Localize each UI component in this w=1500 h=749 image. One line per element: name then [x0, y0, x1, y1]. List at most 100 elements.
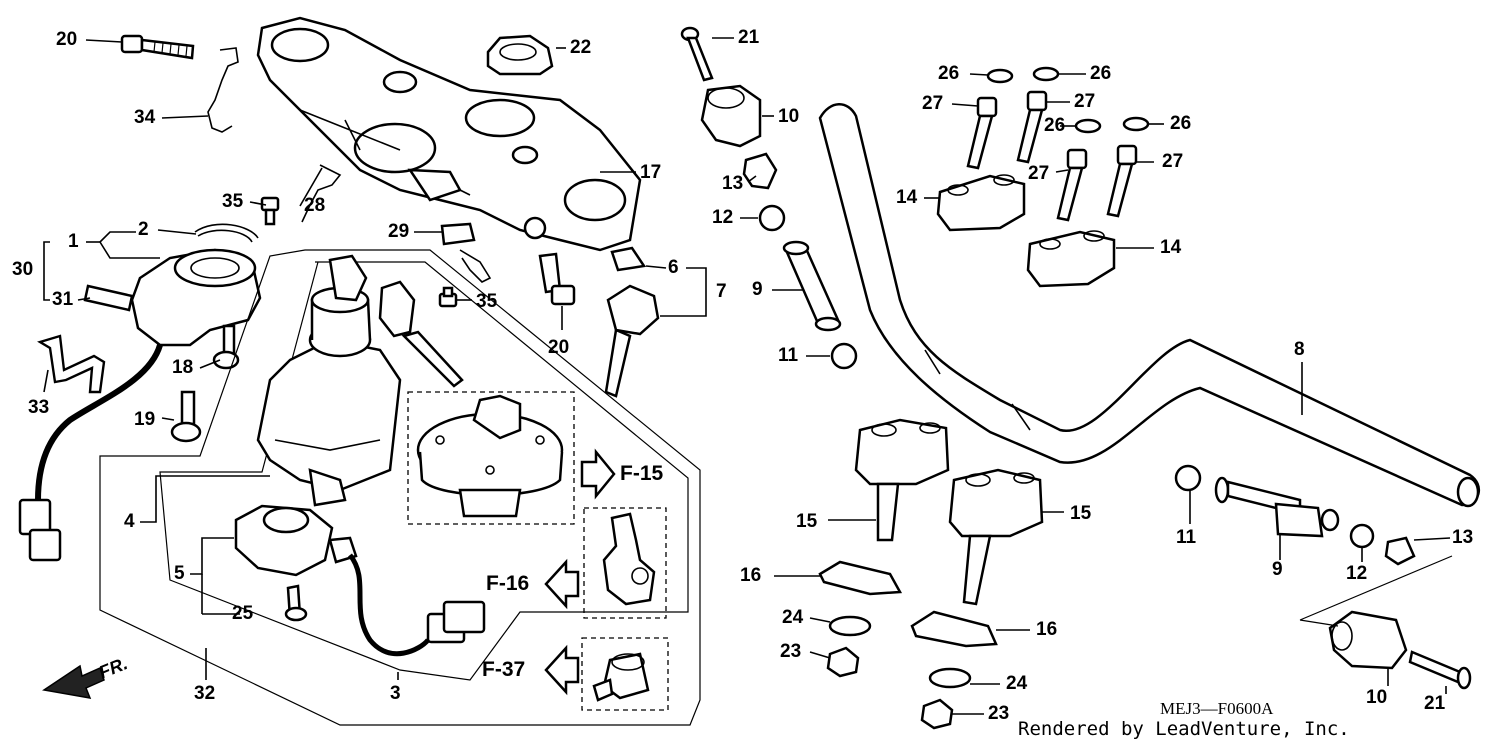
upper-holder-14a — [936, 174, 1026, 232]
label-31 — [83, 284, 134, 312]
callout-30: 30 — [12, 259, 34, 280]
bolt-27a — [966, 96, 998, 170]
collar-9-right — [1214, 476, 1340, 538]
callout-22: 22 — [570, 37, 592, 58]
cap-26a — [986, 68, 1014, 84]
screw-19 — [170, 390, 202, 443]
callout-4: 4 — [124, 511, 135, 532]
callout-26-b: 26 — [1090, 63, 1112, 84]
callout-35-right: 35 — [476, 291, 498, 312]
callout-26-d: 26 — [1170, 113, 1192, 134]
callout-13-right: 13 — [1452, 527, 1474, 548]
rubber-11-top — [830, 342, 858, 370]
nut-23b — [920, 698, 954, 730]
collar-9-top — [782, 240, 842, 332]
washer-24a — [828, 615, 872, 637]
bolt-27b — [1016, 90, 1048, 164]
callout-27-d: 27 — [1162, 151, 1184, 172]
plate-16b — [910, 610, 998, 648]
callout-18: 18 — [172, 357, 194, 378]
rubber-12-right — [1349, 523, 1375, 549]
ignition-switch-4 — [256, 286, 402, 507]
callout-34: 34 — [134, 107, 156, 128]
f16-part — [602, 512, 656, 606]
callout-17: 17 — [640, 162, 662, 183]
callout-15-b: 15 — [1070, 503, 1092, 524]
callout-20-lower: 20 — [548, 337, 570, 358]
cap-26c — [1074, 118, 1102, 134]
leader-lines — [43, 37, 1451, 715]
upper-holder-14b — [1026, 230, 1116, 288]
f37-inset-box — [581, 637, 669, 711]
callout-14-b: 14 — [1160, 237, 1182, 258]
callout-7: 7 — [716, 281, 727, 302]
clip-34 — [207, 47, 239, 133]
callout-21-top: 21 — [738, 27, 760, 48]
callout-11-top: 11 — [778, 345, 799, 366]
callout-13-top: 13 — [722, 173, 744, 194]
bar-end-weight-10-right — [1328, 610, 1408, 670]
callout-9-top: 9 — [752, 279, 763, 300]
top-bridge-17 — [256, 16, 642, 252]
plate-16a — [818, 560, 903, 596]
bracket-29 — [440, 222, 492, 283]
wire-28 — [301, 164, 342, 223]
callout-25: 25 — [232, 603, 254, 624]
clamp-33 — [37, 334, 106, 394]
callout-15-a: 15 — [796, 511, 818, 532]
arrow-f15 — [580, 448, 616, 500]
arrow-f16 — [544, 558, 580, 610]
callout-1: 1 — [68, 231, 79, 252]
ring-2 — [194, 223, 259, 243]
callout-11-right: 11 — [1176, 527, 1197, 548]
callout-32: 32 — [194, 683, 216, 704]
ref-f15: F-15 — [620, 462, 664, 485]
diagram-code: MEJ3—F0600A — [1160, 699, 1274, 718]
callout-23-a: 23 — [780, 641, 802, 662]
switch-housing-1 — [130, 248, 262, 347]
arrow-f37 — [544, 644, 580, 696]
clip-13-top — [742, 152, 778, 190]
fuel-cap — [416, 394, 564, 518]
lower-holder-15b — [948, 468, 1044, 606]
screw-25 — [284, 584, 308, 622]
bolt-20-lower — [538, 252, 576, 306]
callout-27-b: 27 — [1074, 91, 1096, 112]
callout-5: 5 — [174, 563, 185, 584]
bolt-27d — [1106, 144, 1138, 218]
f37-part — [592, 652, 650, 702]
callout-23-b: 23 — [988, 703, 1010, 724]
callout-26-c: 26 — [1044, 115, 1066, 136]
rubber-11-right — [1174, 464, 1202, 492]
callout-8: 8 — [1294, 339, 1305, 360]
callout-33: 33 — [28, 397, 50, 418]
callout-10-top: 10 — [778, 106, 800, 127]
callout-20-upper: 20 — [56, 29, 78, 50]
callout-16-a: 16 — [740, 565, 762, 586]
wire-3 — [347, 553, 430, 657]
bolt-35-right — [438, 286, 458, 308]
handlebar-8 — [818, 103, 1481, 508]
callout-31: 31 — [52, 289, 74, 310]
connector-1b — [28, 528, 62, 562]
bar-end-weight-10-top — [700, 84, 762, 148]
callout-9-right: 9 — [1272, 559, 1283, 580]
connector-3 — [426, 600, 486, 644]
cap-26d — [1122, 116, 1150, 132]
f15-inset-box — [407, 391, 575, 525]
callout-24-b: 24 — [1006, 673, 1028, 694]
nut-22 — [486, 34, 554, 76]
seat-lock-5 — [234, 504, 358, 577]
harness-1 — [35, 344, 163, 501]
callout-6: 6 — [668, 257, 679, 278]
ignition-keys — [328, 254, 464, 388]
bolt-35-left — [260, 196, 280, 226]
callout-28: 28 — [304, 195, 326, 216]
washer-24b — [928, 667, 972, 689]
callout-10-right: 10 — [1366, 687, 1388, 708]
lower-holder-15a — [854, 418, 950, 542]
callout-19: 19 — [134, 409, 156, 430]
callout-24-a: 24 — [782, 607, 804, 628]
